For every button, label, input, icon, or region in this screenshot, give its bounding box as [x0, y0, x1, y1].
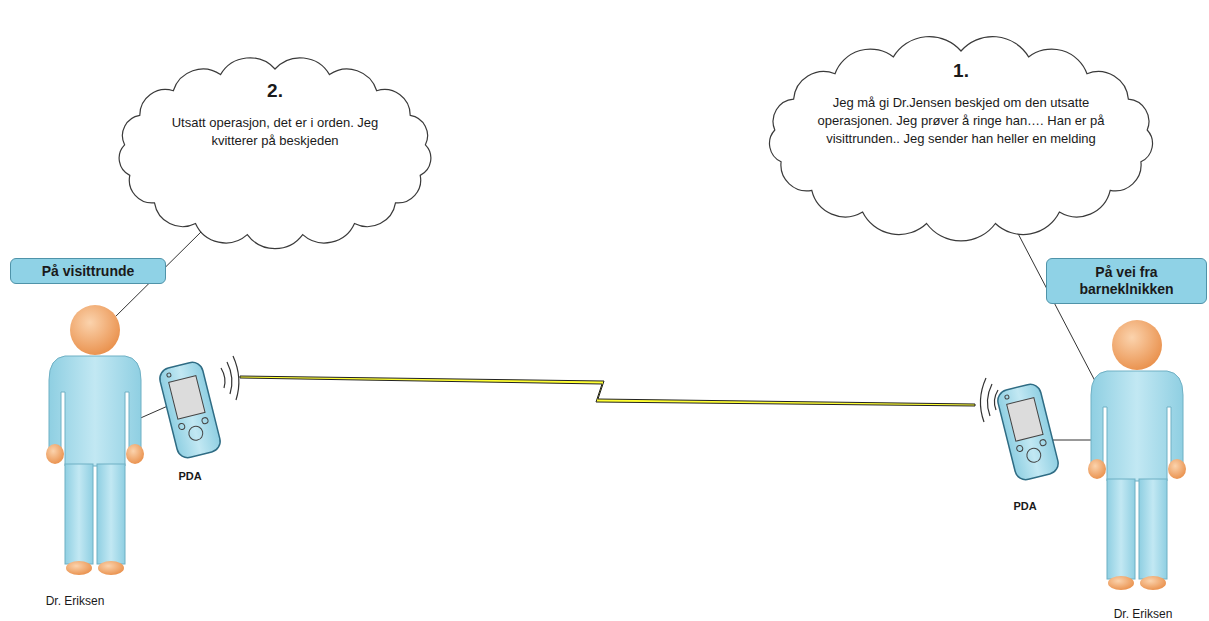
- signal-wave: [987, 384, 992, 416]
- status-tag: På visittrunde: [10, 258, 166, 284]
- pda-button: [187, 425, 204, 442]
- status-tag: På vei fra barneklnikken: [1046, 258, 1207, 304]
- callout-number: 2.: [159, 80, 391, 102]
- cloud-content: 2. Utsatt operasjon, det er i orden. Jeg …: [115, 60, 435, 245]
- person-foot: [66, 561, 92, 575]
- signal-waves: [221, 356, 239, 400]
- cloud-content: 1. Jeg må gi Dr.Jensen beskjed om den uts…: [765, 42, 1157, 234]
- person-foot: [98, 561, 124, 575]
- pda-device: [158, 360, 223, 460]
- pda-body: [158, 360, 223, 460]
- pda-screen: [1007, 398, 1043, 442]
- person-figure: [46, 305, 144, 575]
- signal-wave: [980, 378, 986, 422]
- pda-led: [166, 373, 171, 378]
- person-leg: [65, 464, 93, 564]
- pda-device: [996, 382, 1061, 482]
- person-foot: [1108, 576, 1134, 590]
- callout-number: 1.: [811, 60, 1111, 82]
- signal-waves: [980, 378, 998, 422]
- pda-button: [1025, 447, 1042, 464]
- person-name: Dr. Eriksen: [46, 594, 105, 608]
- person-hand: [46, 444, 64, 464]
- person-foot: [1140, 576, 1166, 590]
- pda-led: [1004, 395, 1009, 400]
- person-leg: [1107, 479, 1135, 579]
- person-head: [1112, 320, 1162, 370]
- person-hand: [1168, 459, 1186, 479]
- leader-line: [1012, 222, 1106, 402]
- pda-screen: [169, 376, 205, 420]
- cloud-outline: [770, 37, 1153, 241]
- status-text: På vei fra barneklnikken: [1047, 264, 1206, 298]
- pda-button: [1016, 445, 1023, 452]
- thought-text: Jeg må gi Dr.Jensen beskjed om den utsat…: [811, 94, 1111, 149]
- wireless-link: [240, 376, 975, 406]
- cloud-outline: [119, 58, 431, 249]
- signal-wave: [221, 368, 225, 388]
- device-label: PDA: [178, 470, 201, 482]
- pda-button: [1039, 439, 1046, 446]
- lightning-bolt: [240, 376, 975, 406]
- person-leg: [97, 464, 125, 564]
- person-name: Dr. Eriksen: [1114, 607, 1173, 621]
- thought-cloud: 1. Jeg må gi Dr.Jensen beskjed om den uts…: [765, 42, 1157, 234]
- pda-button: [178, 423, 185, 430]
- pda-body: [996, 382, 1061, 482]
- person-hand: [1088, 459, 1106, 479]
- device-label: PDA: [1013, 500, 1036, 512]
- pda-button: [201, 417, 208, 424]
- person-figure: [1088, 320, 1186, 590]
- signal-wave: [227, 362, 232, 394]
- signal-wave: [233, 356, 239, 400]
- person-leg: [1139, 479, 1167, 579]
- person-hand: [126, 444, 144, 464]
- signal-wave: [994, 390, 998, 410]
- thought-cloud: 2. Utsatt operasjon, det er i orden. Jeg …: [115, 60, 435, 245]
- person-head: [70, 305, 120, 355]
- status-text: På visittrunde: [38, 263, 139, 280]
- thought-text: Utsatt operasjon, det er i orden. Jeg kv…: [159, 114, 391, 150]
